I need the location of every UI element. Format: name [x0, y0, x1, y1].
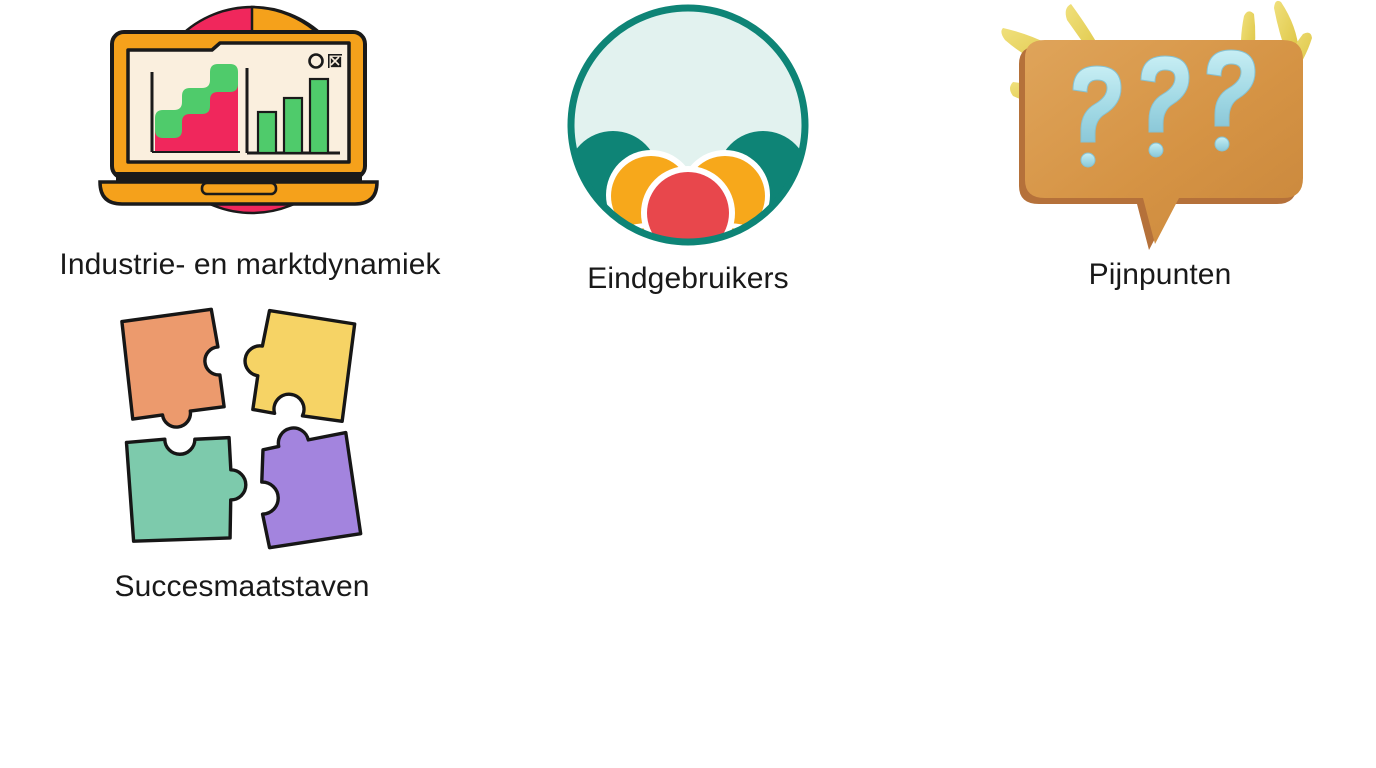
user-group-icon — [558, 0, 818, 250]
screen-window-controls — [308, 53, 343, 69]
topic-label-painpoints: Pijnpunten — [1088, 258, 1232, 291]
laptop-analytics-icon — [98, 0, 400, 240]
topic-label-success: Succesmaatstaven — [114, 570, 370, 603]
topic-card-painpoints[interactable]: Pijnpunten — [950, 0, 1370, 291]
puzzle-piece-orange — [120, 307, 226, 429]
topic-label-industry: Industrie- en marktdynamiek — [59, 248, 441, 281]
puzzle-piece-purple — [260, 426, 363, 550]
area-chart — [150, 64, 240, 153]
topic-card-industry[interactable]: Industrie- en marktdynamiek — [0, 0, 500, 281]
speech-bubble-question-icon — [995, 0, 1325, 250]
laptop-base — [98, 180, 379, 206]
puzzle-pieces-icon — [107, 306, 377, 554]
topic-card-success[interactable]: Succesmaatstaven — [46, 306, 438, 603]
topic-label-endusers: Eindgebruikers — [587, 262, 789, 295]
puzzle-piece-teal — [124, 435, 248, 543]
puzzle-piece-yellow — [243, 308, 357, 423]
question-marks — [1072, 49, 1256, 168]
topic-card-endusers[interactable]: Eindgebruikers — [508, 0, 868, 295]
bar-chart — [245, 68, 340, 155]
